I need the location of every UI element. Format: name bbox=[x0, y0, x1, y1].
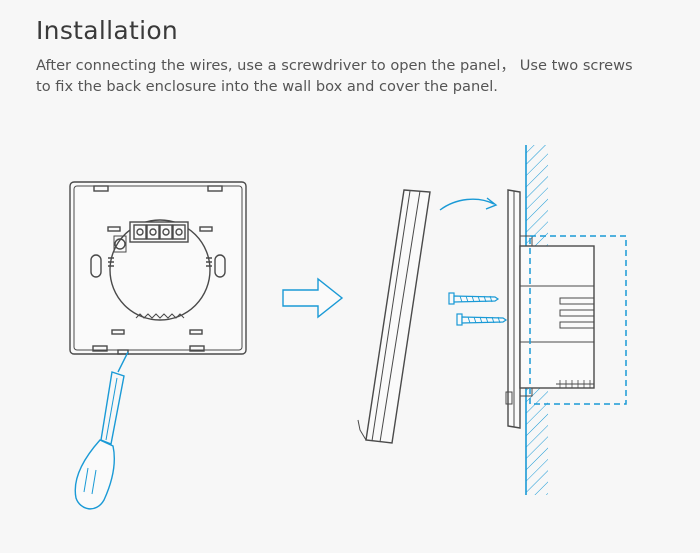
switch-back-panel bbox=[69, 181, 247, 355]
description-line-2: to fix the back enclosure into the wall … bbox=[36, 78, 498, 95]
description-line-1: After connecting the wires, use a screwd… bbox=[36, 57, 633, 74]
installed-switch bbox=[505, 189, 595, 429]
installation-description: After connecting the wires, use a screwd… bbox=[36, 55, 676, 97]
screw-icon bbox=[448, 292, 500, 305]
screw-icon bbox=[456, 313, 508, 326]
page-title: Installation bbox=[36, 16, 179, 45]
switch-front-panel-side bbox=[357, 189, 431, 444]
wall-box-outline bbox=[529, 235, 627, 405]
curved-arrow-icon bbox=[439, 197, 498, 211]
arrow-right-icon bbox=[282, 277, 344, 319]
screwdriver-icon bbox=[74, 351, 129, 510]
